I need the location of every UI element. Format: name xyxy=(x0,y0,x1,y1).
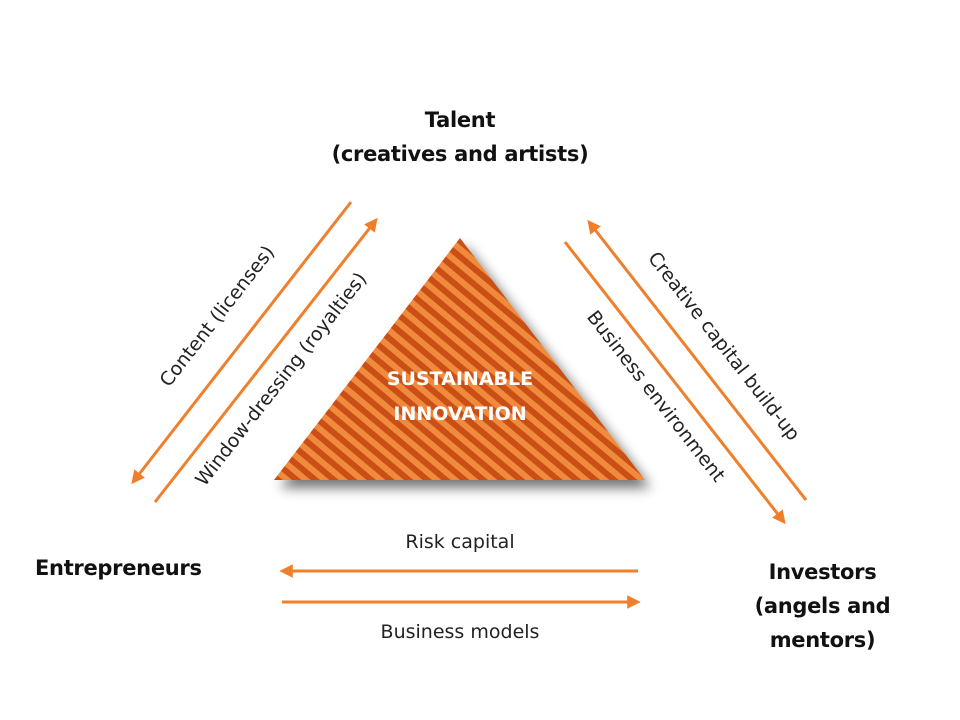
business-environment-arrow xyxy=(563,241,786,525)
investors-subtitle: (angels and mentors) xyxy=(754,594,891,652)
creative-capital-arrow xyxy=(587,219,808,501)
center-label-line2: INNOVATION xyxy=(393,403,526,425)
content-arrow xyxy=(131,201,353,485)
talent-title: Talent xyxy=(424,108,496,132)
center-label-line1: SUSTAINABLE xyxy=(387,368,533,390)
talent-node: Talent (creatives and artists) xyxy=(330,103,590,171)
business-models-label: Business models xyxy=(381,621,540,643)
talent-subtitle: (creatives and artists) xyxy=(331,142,589,166)
investors-title: Investors xyxy=(768,560,877,584)
investors-node: Investors (angels and mentors) xyxy=(700,555,945,657)
risk-capital-label: Risk capital xyxy=(405,531,514,553)
entrepreneurs-title: Entrepreneurs xyxy=(35,556,202,580)
sustainable-innovation-triangle xyxy=(274,238,645,480)
entrepreneurs-node: Entrepreneurs xyxy=(35,551,202,585)
window-dressing-arrow xyxy=(153,217,378,503)
